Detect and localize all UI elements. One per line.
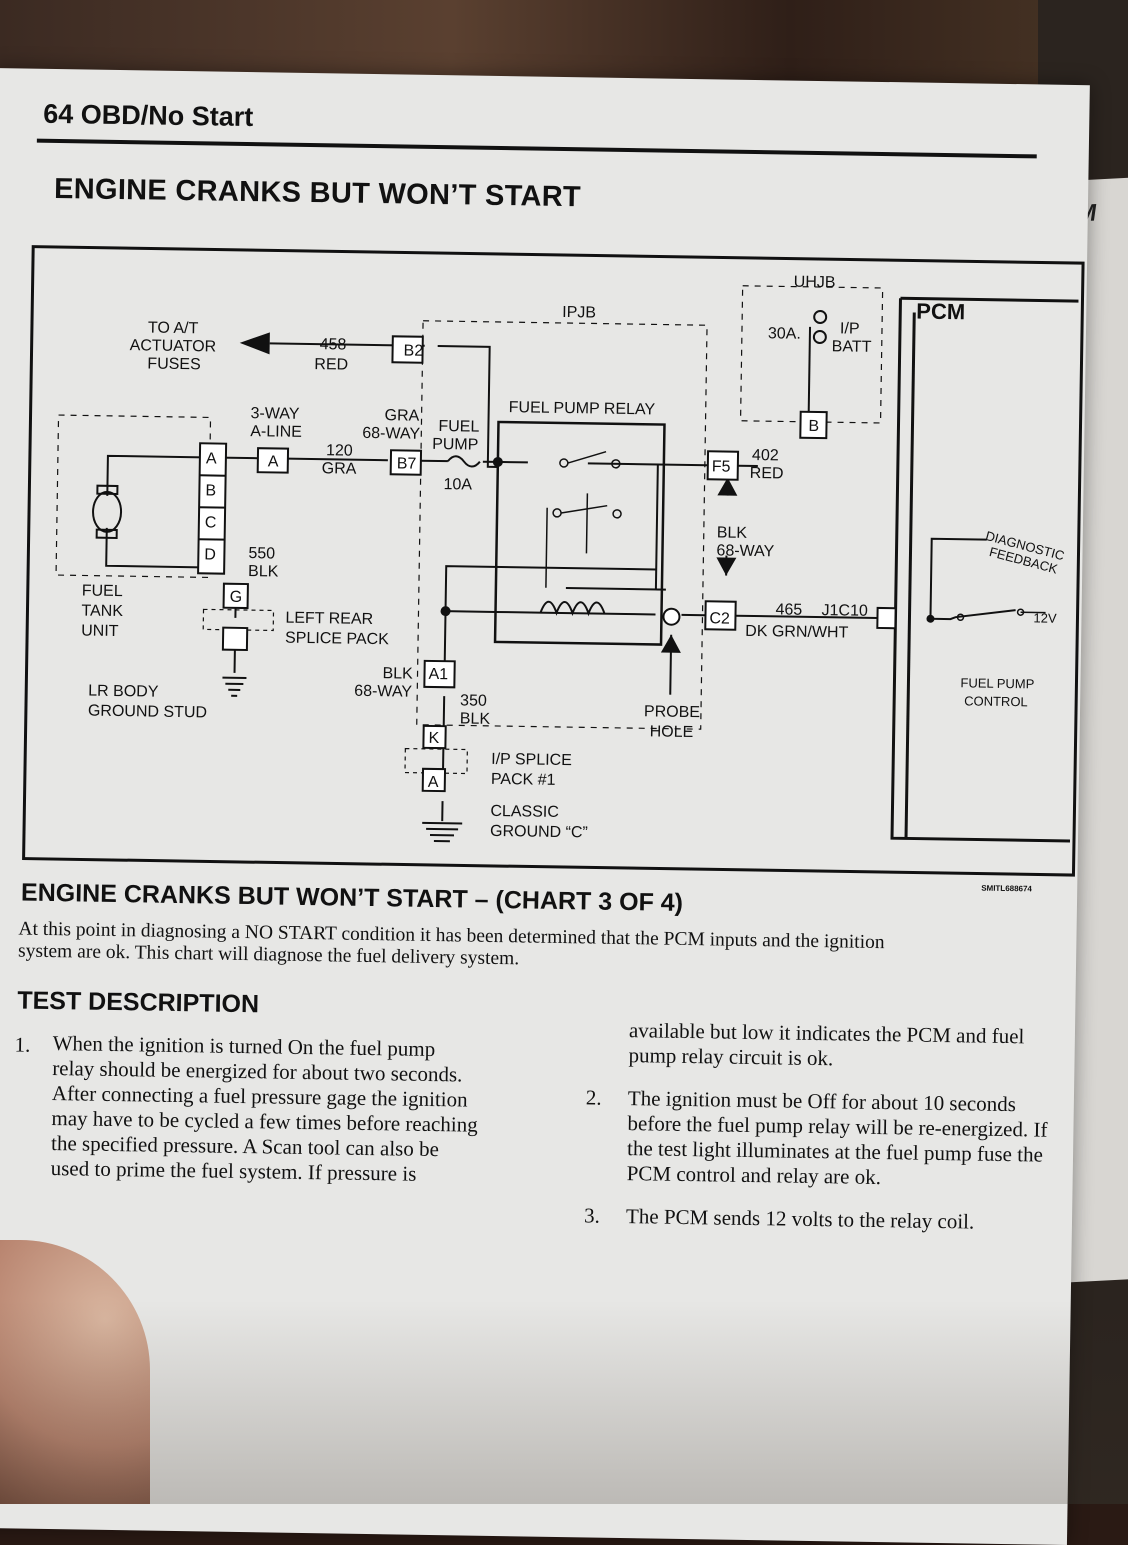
svg-text:DK GRN/WHT: DK GRN/WHT: [745, 623, 849, 642]
svg-text:HOLE: HOLE: [650, 723, 694, 741]
svg-text:10A: 10A: [443, 476, 472, 493]
header-rule: [36, 138, 1037, 159]
svg-text:B: B: [205, 482, 216, 499]
svg-text:GRA: GRA: [322, 460, 357, 478]
svg-text:IPJB: IPJB: [562, 304, 596, 322]
item3-text: The PCM sends 12 volts to the relay coil…: [625, 1204, 975, 1234]
item2-number: 2.: [585, 1085, 602, 1110]
item3-number: 3.: [583, 1203, 600, 1228]
svg-text:CLASSIC: CLASSIC: [490, 803, 559, 821]
item2-text: The ignition must be Off for about 10 se…: [626, 1086, 1048, 1190]
svg-text:D: D: [204, 546, 216, 563]
svg-text:B2: B2: [403, 342, 423, 359]
svg-text:PROBE: PROBE: [644, 703, 700, 721]
figure-code: SMITL688674: [981, 883, 1033, 894]
svg-text:ACTUATOR: ACTUATOR: [130, 337, 217, 355]
chart-title: ENGINE CRANKS BUT WON’T START – (CHART 3…: [20, 878, 684, 917]
svg-text:BLK: BLK: [460, 710, 491, 727]
svg-text:C2: C2: [709, 610, 730, 627]
svg-text:J1C10: J1C10: [821, 602, 868, 620]
svg-text:A: A: [428, 774, 439, 791]
pump-motor-icon: [92, 490, 123, 533]
svg-text:550: 550: [248, 545, 275, 562]
uhjb-box: [739, 285, 884, 424]
svg-text:465: 465: [775, 601, 802, 618]
svg-text:G: G: [230, 589, 243, 606]
svg-text:B7: B7: [397, 455, 417, 472]
svg-text:120: 120: [326, 442, 353, 459]
svg-text:FUEL: FUEL: [438, 418, 479, 436]
svg-text:FUEL PUMP RELAY: FUEL PUMP RELAY: [509, 399, 656, 418]
svg-text:I/P SPLICE: I/P SPLICE: [491, 751, 572, 769]
svg-text:68-WAY: 68-WAY: [354, 683, 412, 701]
ground-symbol-ip: [422, 821, 463, 843]
svg-text:CONTROL: CONTROL: [964, 693, 1028, 709]
svg-text:B: B: [808, 418, 819, 435]
item1-text: When the ignition is turned On the fuel …: [50, 1031, 478, 1186]
item1-number: 1.: [14, 1032, 31, 1057]
svg-text:UNIT: UNIT: [81, 622, 119, 640]
svg-text:68-WAY: 68-WAY: [716, 542, 774, 560]
svg-text:PUMP: PUMP: [432, 436, 478, 454]
svg-text:FUSES: FUSES: [147, 355, 201, 373]
svg-text:3-WAY: 3-WAY: [250, 405, 299, 423]
test-description-heading: TEST DESCRIPTION: [17, 986, 260, 1019]
svg-text:C: C: [205, 514, 217, 531]
section-title: ENGINE CRANKS BUT WON’T START: [53, 172, 582, 214]
svg-text:402: 402: [752, 447, 779, 464]
intro-text: At this point in diagnosing a NO START c…: [17, 918, 885, 970]
svg-text:LEFT REAR: LEFT REAR: [285, 610, 373, 628]
svg-text:UHJB: UHJB: [794, 274, 836, 292]
svg-text:350: 350: [460, 692, 487, 709]
svg-text:GROUND “C”: GROUND “C”: [490, 823, 588, 842]
fuel-tank-box: [55, 414, 212, 579]
svg-text:BATT: BATT: [832, 338, 872, 356]
wiring-diagram: TO A/T ACTUATOR FUSES 458 RED B2 IPJB UH…: [22, 245, 1092, 880]
relay-box: [493, 420, 666, 646]
svg-text:FUEL: FUEL: [82, 582, 123, 600]
ipjb-box: [416, 320, 708, 730]
svg-text:BLK: BLK: [382, 665, 413, 682]
svg-text:PCM: PCM: [916, 299, 965, 325]
svg-text:A1: A1: [428, 666, 448, 683]
svg-text:LR BODY: LR BODY: [88, 683, 159, 701]
svg-text:30A.: 30A.: [768, 325, 801, 343]
svg-text:TANK: TANK: [81, 602, 123, 620]
pcm-border: [900, 296, 1079, 303]
svg-text:K: K: [428, 730, 439, 747]
svg-text:I/P: I/P: [840, 320, 860, 337]
svg-text:BLK: BLK: [717, 524, 748, 541]
svg-text:SPLICE PACK: SPLICE PACK: [285, 630, 389, 649]
item1-continued: available but low it indicates the PCM a…: [628, 1018, 1025, 1071]
svg-text:RED: RED: [750, 465, 784, 483]
svg-text:A-LINE: A-LINE: [250, 423, 302, 441]
svg-text:A: A: [206, 450, 217, 467]
svg-text:458: 458: [320, 336, 347, 353]
svg-text:FUEL PUMP: FUEL PUMP: [960, 675, 1034, 691]
svg-text:68-WAY: 68-WAY: [362, 425, 420, 443]
svg-text:GRA: GRA: [384, 407, 419, 425]
svg-text:12V: 12V: [1033, 610, 1057, 625]
svg-text:A: A: [268, 453, 279, 470]
ground-symbol-lr: [222, 676, 247, 697]
manual-page: 64 OBD/No Start ENGINE CRANKS BUT WON’T …: [0, 68, 1090, 1545]
svg-text:F5: F5: [712, 458, 731, 475]
svg-text:GROUND STUD: GROUND STUD: [88, 703, 207, 722]
page-header: 64 OBD/No Start: [43, 98, 254, 133]
svg-text:TO A/T: TO A/T: [148, 319, 199, 337]
svg-text:BLK: BLK: [248, 563, 279, 580]
svg-text:RED: RED: [314, 356, 348, 374]
svg-text:PACK #1: PACK #1: [491, 771, 556, 789]
